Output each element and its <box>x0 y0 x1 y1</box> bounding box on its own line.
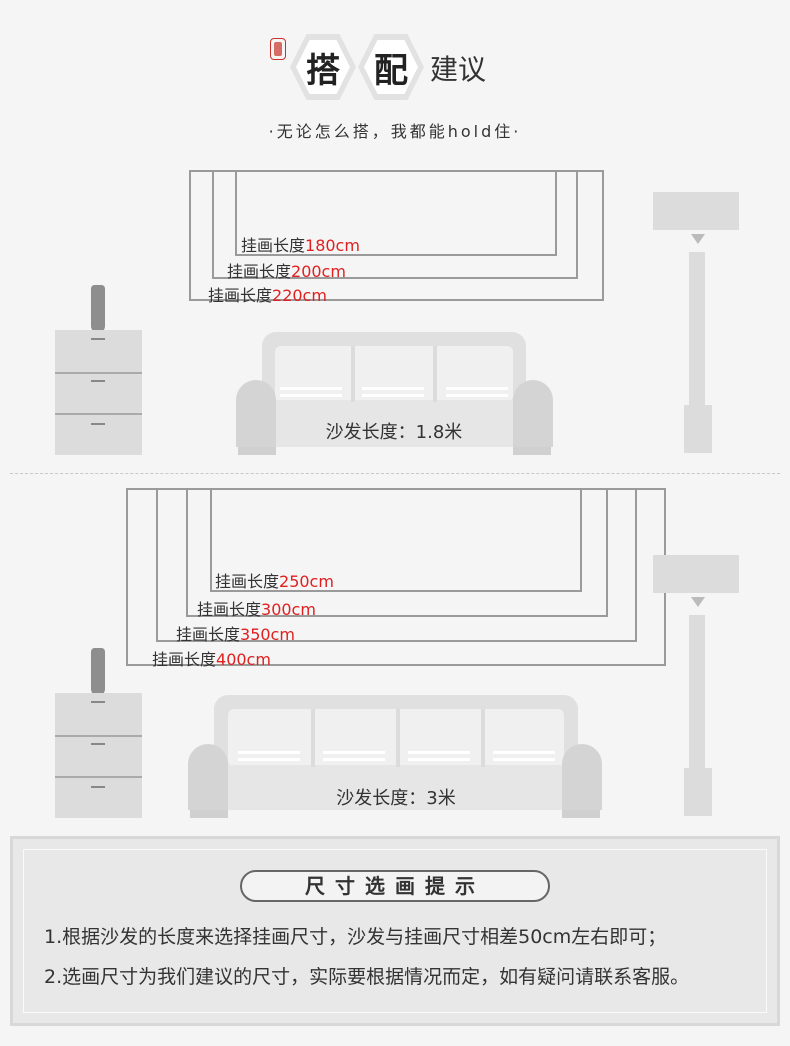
frame-220 <box>189 170 604 301</box>
frame-label-250: 挂画长度250cm <box>215 572 334 591</box>
frame-200 <box>212 170 578 279</box>
drawer-handle <box>91 786 105 788</box>
frame-label-180: 挂画长度180cm <box>241 236 360 255</box>
cabinet <box>55 330 142 455</box>
sofa-arm-right <box>513 380 553 447</box>
frame-250 <box>210 488 582 592</box>
frame-label-200: 挂画长度200cm <box>227 262 346 281</box>
sofa-length-label: 沙发长度：1.8米 <box>325 422 463 443</box>
lamp-shade <box>653 192 739 230</box>
lamp-base <box>684 405 712 453</box>
title-text: 建议 <box>430 53 487 86</box>
sofa-arm-left <box>188 744 228 810</box>
sofa-length-label: 沙发长度：3米 <box>336 788 456 809</box>
drawer-handle <box>91 701 105 703</box>
lamp-base <box>684 768 712 816</box>
section-divider <box>10 473 780 474</box>
tip-line-2: 2.选画尺寸为我们建议的尺寸，实际要根据情况而定，如有疑问请联系客服。 <box>44 966 690 988</box>
frame-label-400: 挂画长度400cm <box>152 650 271 669</box>
frame-350 <box>156 488 637 642</box>
drawer-handle <box>91 338 105 340</box>
vase-icon <box>91 285 105 333</box>
lamp-pole <box>689 252 705 407</box>
cabinet <box>55 693 142 818</box>
sofa-seat <box>262 400 526 447</box>
frame-label-350: 挂画长度350cm <box>176 625 295 644</box>
tips-title: 尺寸选画提示 <box>240 870 550 902</box>
frame-label-300: 挂画长度300cm <box>197 600 316 619</box>
seal-icon <box>270 38 286 60</box>
lamp-pole <box>689 615 705 770</box>
title-hex-2: 配 <box>358 34 424 100</box>
frame-180 <box>235 170 557 256</box>
frame-label-220: 挂画长度220cm <box>208 286 327 305</box>
drawer-handle <box>91 380 105 382</box>
sofa-arm-left <box>236 380 276 447</box>
vase-icon <box>91 648 105 696</box>
tip-line-1: 1.根据沙发的长度来选择挂画尺寸，沙发与挂画尺寸相差50cm左右即可； <box>44 926 667 948</box>
frame-300 <box>186 488 608 617</box>
sofa-seat <box>214 765 578 810</box>
drawer-handle <box>91 743 105 745</box>
lamp-shade <box>653 555 739 593</box>
title-hex-1: 搭 <box>290 34 356 100</box>
sofa-arm-right <box>562 744 602 810</box>
section-title: 搭 配 建议 <box>270 28 530 108</box>
tips-panel <box>10 836 780 1026</box>
drawer-handle <box>91 423 105 425</box>
subtitle: ·无论怎么搭，我都能hold住· <box>268 122 522 141</box>
